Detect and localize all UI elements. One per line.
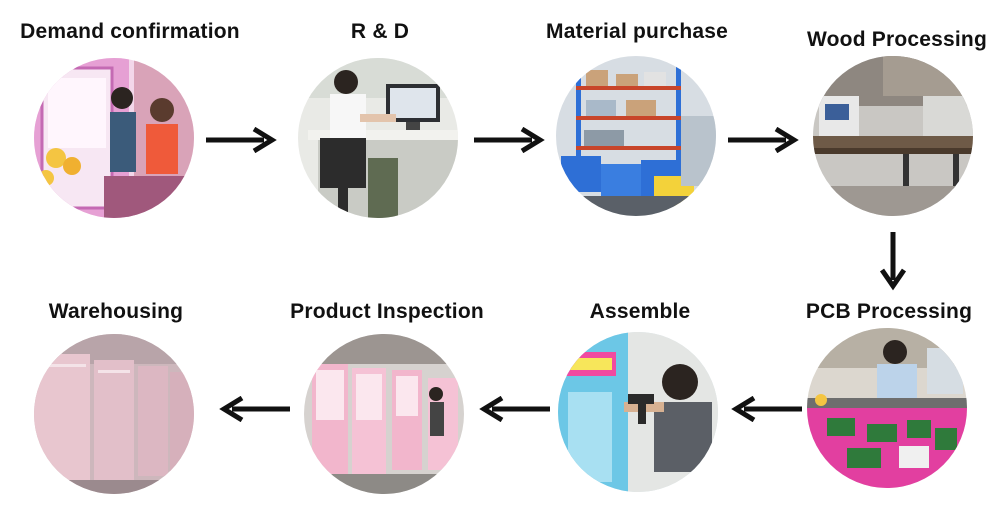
step-label-assemble: Assemble: [589, 300, 691, 323]
arrow-right-icon: [474, 127, 546, 153]
wood-workshop-photo: [813, 56, 973, 216]
arrow-left-icon: [218, 396, 290, 422]
pink-machines-inspection-photo: [304, 334, 464, 494]
step-label-r-and-d: R & D: [350, 20, 410, 43]
step-label-material-purchase: Material purchase: [546, 20, 728, 43]
claw-machine-customers-photo: [34, 58, 194, 218]
step-label-warehousing: Warehousing: [48, 300, 184, 323]
arrow-down-icon: [880, 232, 906, 292]
engineer-at-computer-photo: [298, 58, 458, 218]
arrow-right-icon: [728, 127, 800, 153]
pcb-technician-photo: [807, 328, 967, 488]
step-label-demand-confirmation: Demand confirmation: [20, 20, 240, 43]
warehouse-shelves-photo: [556, 56, 716, 216]
wrapped-machines-storage-photo: [34, 334, 194, 494]
step-label-pcb-processing: PCB Processing: [805, 300, 973, 323]
arrow-left-icon: [730, 396, 802, 422]
arrow-right-icon: [206, 127, 278, 153]
step-label-product-inspection: Product Inspection: [290, 300, 484, 323]
worker-with-drill-photo: [558, 332, 718, 492]
arrow-left-icon: [478, 396, 550, 422]
step-label-wood-processing: Wood Processing: [807, 28, 987, 51]
